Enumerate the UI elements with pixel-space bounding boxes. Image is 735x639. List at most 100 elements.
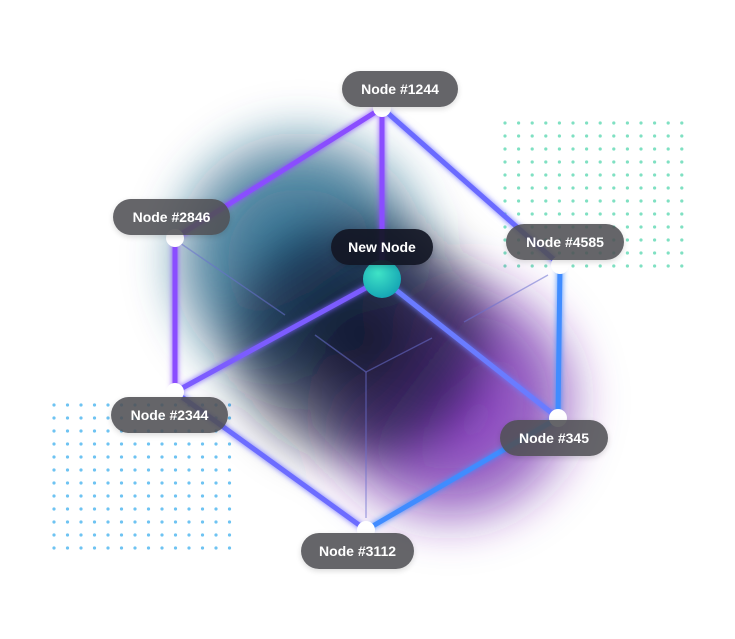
grid-dot — [666, 121, 670, 125]
grid-dot — [106, 429, 110, 433]
node-label-1244[interactable]: Node #1244 — [342, 71, 458, 107]
grid-dot — [200, 481, 205, 485]
grid-dot — [612, 212, 616, 216]
grid-dot — [160, 468, 164, 472]
grid-dot — [680, 251, 684, 255]
grid-dot — [517, 186, 521, 190]
grid-dot — [79, 442, 83, 446]
grid-dot — [133, 455, 137, 459]
grid-dot — [585, 134, 589, 138]
node-label-4585[interactable]: Node #4585 — [506, 224, 624, 260]
grid-dot — [160, 520, 164, 524]
grid-dot — [133, 546, 137, 550]
grid-dot — [52, 442, 56, 446]
grid-dot — [52, 494, 56, 498]
grid-dot — [187, 507, 191, 511]
grid-dot — [680, 186, 684, 190]
grid-dot — [160, 533, 164, 537]
grid-dot — [106, 442, 110, 446]
grid-dot — [160, 546, 164, 550]
grid-dot — [92, 533, 97, 537]
node-dot-n2344[interactable] — [166, 383, 184, 401]
grid-dot — [146, 455, 151, 459]
grid-dot — [187, 520, 191, 524]
grid-dot — [92, 468, 97, 472]
grid-dot — [65, 507, 70, 511]
grid-dot — [639, 147, 643, 151]
grid-dot — [557, 186, 562, 190]
grid-dot — [227, 507, 232, 511]
grid-dot — [92, 455, 97, 459]
grid-dot — [544, 121, 548, 125]
grid-dot — [625, 212, 630, 216]
grid-dot — [680, 212, 684, 216]
grid-dot — [200, 507, 205, 511]
grid-dot — [106, 403, 110, 407]
grid-dot — [598, 212, 602, 216]
grid-dot — [503, 134, 507, 138]
grid-dot — [52, 416, 56, 420]
grid-dot — [187, 455, 191, 459]
grid-dot — [227, 494, 232, 498]
grid-dot — [160, 494, 164, 498]
grid-dot — [52, 481, 56, 485]
grid-dot — [666, 160, 670, 164]
grid-dot — [173, 533, 178, 537]
grid-dot — [544, 160, 548, 164]
grid-dot — [680, 121, 684, 125]
grid-dot — [65, 442, 70, 446]
grid-dot — [65, 546, 70, 550]
grid-dot — [227, 416, 232, 420]
grid-dot — [187, 533, 191, 537]
grid-dot — [133, 507, 137, 511]
node-label-2344[interactable]: Node #2344 — [111, 397, 228, 433]
grid-dot — [214, 507, 218, 511]
grid-dot — [146, 546, 151, 550]
grid-dot — [92, 507, 97, 511]
grid-dot — [571, 186, 575, 190]
new-node-label[interactable]: New Node — [331, 229, 433, 265]
node-label-345[interactable]: Node #345 — [500, 420, 608, 456]
node-label-3112[interactable]: Node #3112 — [301, 533, 414, 569]
grid-dot — [503, 121, 507, 125]
new-node-dot[interactable] — [363, 260, 401, 298]
grid-dot — [503, 251, 507, 255]
grid-dot — [173, 507, 178, 511]
grid-dot — [612, 186, 616, 190]
grid-dot — [160, 442, 164, 446]
grid-dot — [79, 455, 83, 459]
grid-dot — [666, 199, 670, 203]
grid-dot — [227, 533, 232, 537]
grid-dot — [52, 520, 56, 524]
grid-dot — [653, 251, 657, 255]
grid-dot — [557, 121, 562, 125]
grid-dot — [187, 494, 191, 498]
grid-dot — [680, 225, 684, 229]
grid-dot — [65, 494, 70, 498]
grid-dot — [214, 546, 218, 550]
grid-dot — [92, 416, 97, 420]
node-label-2846[interactable]: Node #2846 — [113, 199, 230, 235]
grid-dot — [585, 173, 589, 177]
grid-dot — [227, 546, 232, 550]
background-glow — [150, 110, 600, 545]
grid-dot — [133, 533, 137, 537]
grid-dot — [653, 121, 657, 125]
grid-dot — [639, 212, 643, 216]
node-dot-n4585[interactable] — [551, 256, 569, 274]
grid-dot — [173, 442, 178, 446]
grid-dot — [625, 225, 630, 229]
grid-dot — [666, 238, 670, 242]
grid-dot — [52, 455, 56, 459]
grid-dot — [227, 481, 232, 485]
grid-dot — [119, 494, 124, 498]
grid-dot — [544, 173, 548, 177]
grid-dot — [666, 225, 670, 229]
grid-dot — [52, 533, 56, 537]
grid-dot — [653, 134, 657, 138]
grid-dot — [173, 546, 178, 550]
grid-dot — [585, 212, 589, 216]
grid-dot — [557, 134, 562, 138]
grid-dot — [639, 134, 643, 138]
